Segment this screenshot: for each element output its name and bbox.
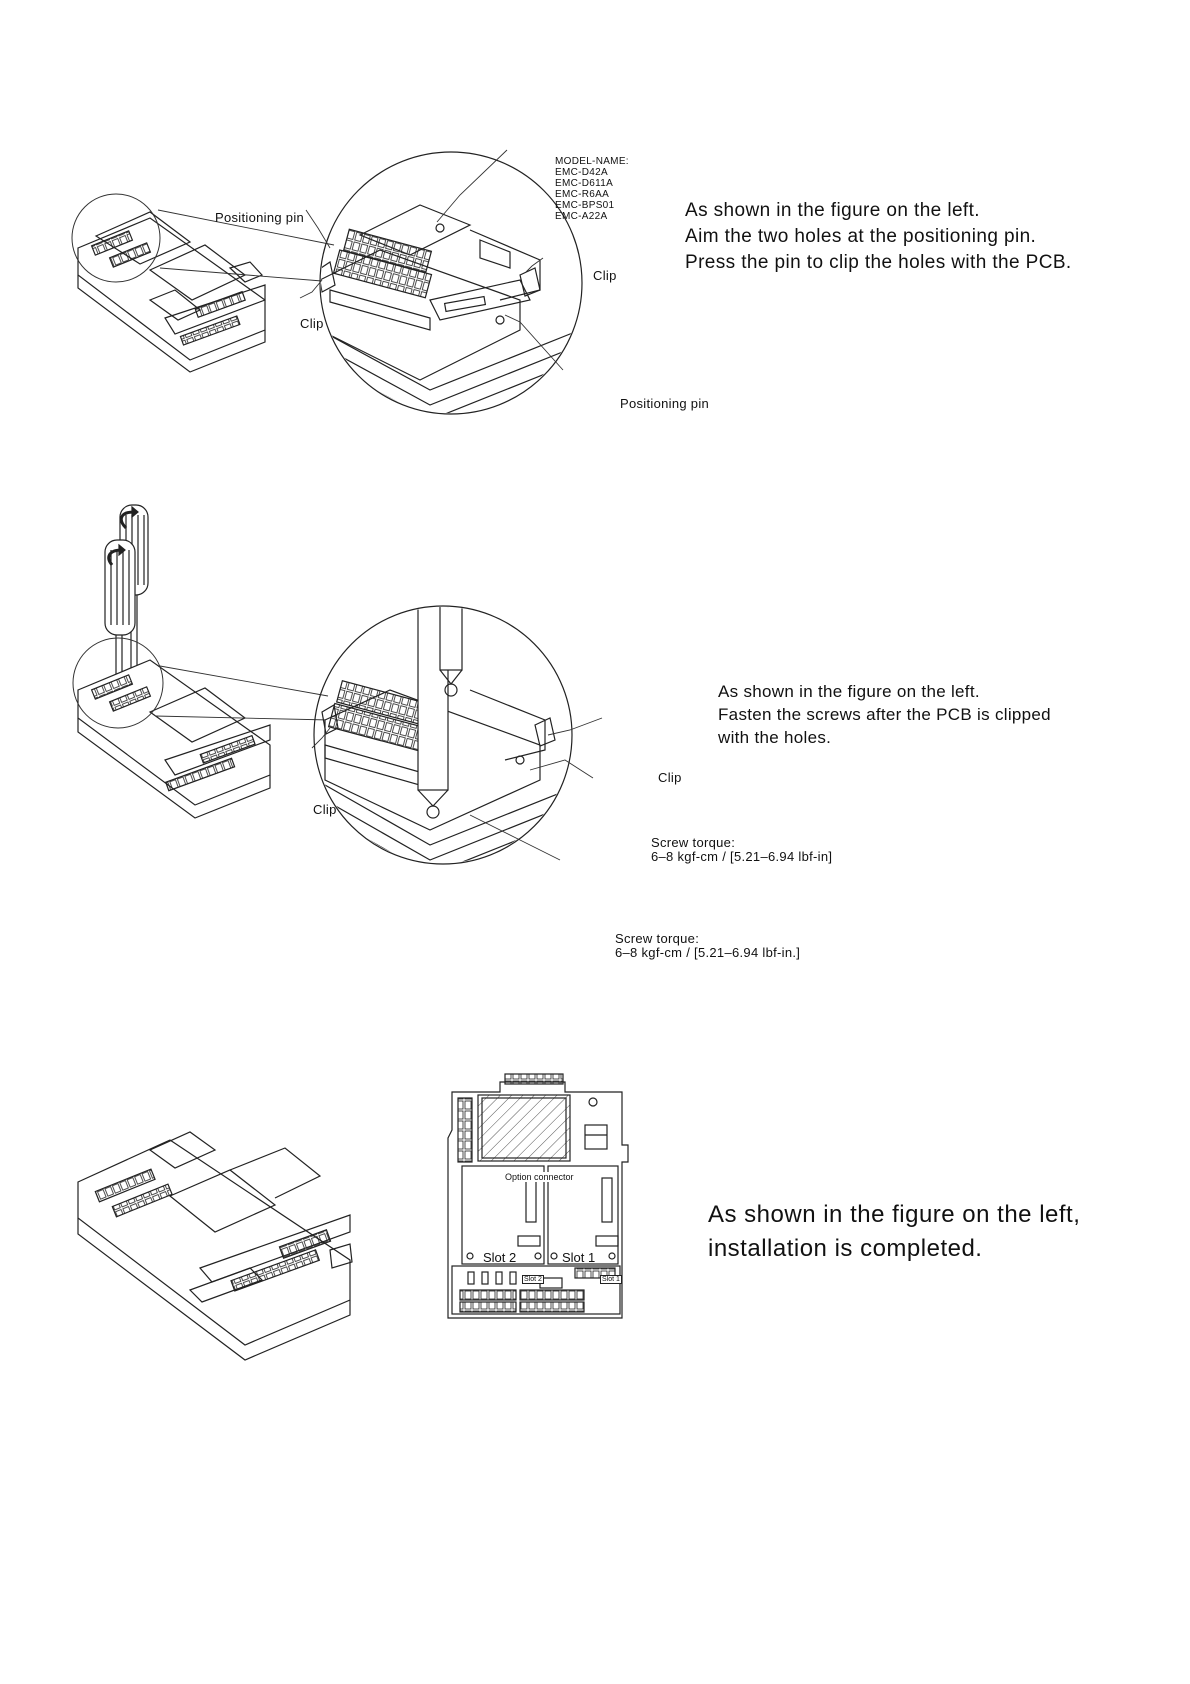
step3-board-overview bbox=[77, 1131, 353, 1361]
step1-instruction-line: As shown in the figure on the left. bbox=[685, 200, 980, 221]
label-positioning-pin-top: Positioning pin bbox=[215, 210, 305, 225]
torque-right-value: 6–8 kgf-cm / [5.21–6.94 lbf-in] bbox=[651, 849, 833, 864]
label-clip-right: Clip bbox=[593, 268, 617, 283]
slot2-tag: Slot 2 bbox=[522, 1275, 544, 1284]
label-positioning-pin-bottom: Positioning pin bbox=[620, 396, 710, 411]
step1-zoom-detail bbox=[319, 151, 583, 415]
model-emc-a22a: EMC-A22A bbox=[555, 211, 608, 222]
model-emc-r6aa: EMC-R6AA bbox=[555, 189, 610, 200]
model-emc-d611a: EMC-D611A bbox=[555, 178, 614, 189]
step2-board-overview bbox=[72, 637, 271, 819]
step3-front-view bbox=[447, 1073, 629, 1319]
label-clip-right-2: Clip bbox=[658, 770, 682, 785]
torque-bottom-title: Screw torque: bbox=[615, 931, 700, 946]
torque-bottom: Screw torque: 6–8 kgf-cm / [5.21–6.94 lb… bbox=[615, 932, 800, 960]
step2-instruction-line: As shown in the figure on the left. bbox=[718, 682, 980, 701]
step2-instruction-line: Fasten the screws after the PCB is clipp… bbox=[718, 705, 1051, 724]
step1-instruction-line: Aim the two holes at the positioning pin… bbox=[685, 226, 1037, 247]
step1-instructions: As shown in the figure on the left. Aim … bbox=[685, 198, 1072, 276]
slot2-label: Slot 2 bbox=[483, 1250, 517, 1265]
step1-instruction-line: Press the pin to clip the holes with the… bbox=[685, 252, 1072, 273]
torque-right-title: Screw torque: bbox=[651, 835, 736, 850]
step1-zoom-leaders bbox=[157, 209, 335, 282]
model-emc-bps01: EMC-BPS01 bbox=[555, 200, 615, 211]
label-clip-left: Clip bbox=[300, 316, 324, 331]
slot1-label: Slot 1 bbox=[562, 1250, 596, 1265]
model-name-list: MODEL-NAME: EMC-D42A EMC-D611A EMC-R6AA … bbox=[555, 156, 629, 222]
step3-instruction-line: installation is completed. bbox=[708, 1235, 983, 1262]
step1-label-leaders bbox=[299, 149, 564, 371]
torque-bottom-value: 6–8 kgf-cm / [5.21–6.94 lbf-in.] bbox=[615, 945, 801, 960]
step2-screwdrivers bbox=[104, 504, 149, 730]
step2-zoom-detail bbox=[313, 605, 573, 865]
torque-right: Screw torque: 6–8 kgf-cm / [5.21–6.94 lb… bbox=[651, 836, 832, 864]
step2-instructions: As shown in the figure on the left. Fast… bbox=[718, 680, 1051, 749]
step2-label-leaders bbox=[311, 717, 603, 861]
model-emc-d42a: EMC-D42A bbox=[555, 167, 608, 178]
slot1-tag: Slot 1 bbox=[600, 1275, 622, 1284]
model-name-heading: MODEL-NAME: bbox=[555, 156, 629, 167]
step2-zoom-leaders bbox=[154, 665, 331, 721]
step1-board-overview bbox=[71, 193, 266, 373]
step2-instruction-line: with the holes. bbox=[718, 728, 832, 747]
step3-instructions: As shown in the figure on the left, inst… bbox=[708, 1198, 1080, 1266]
step3-instruction-line: As shown in the figure on the left, bbox=[708, 1201, 1081, 1228]
label-clip-left-2: Clip bbox=[313, 802, 337, 817]
option-connector-label: Option connector bbox=[503, 1172, 576, 1182]
